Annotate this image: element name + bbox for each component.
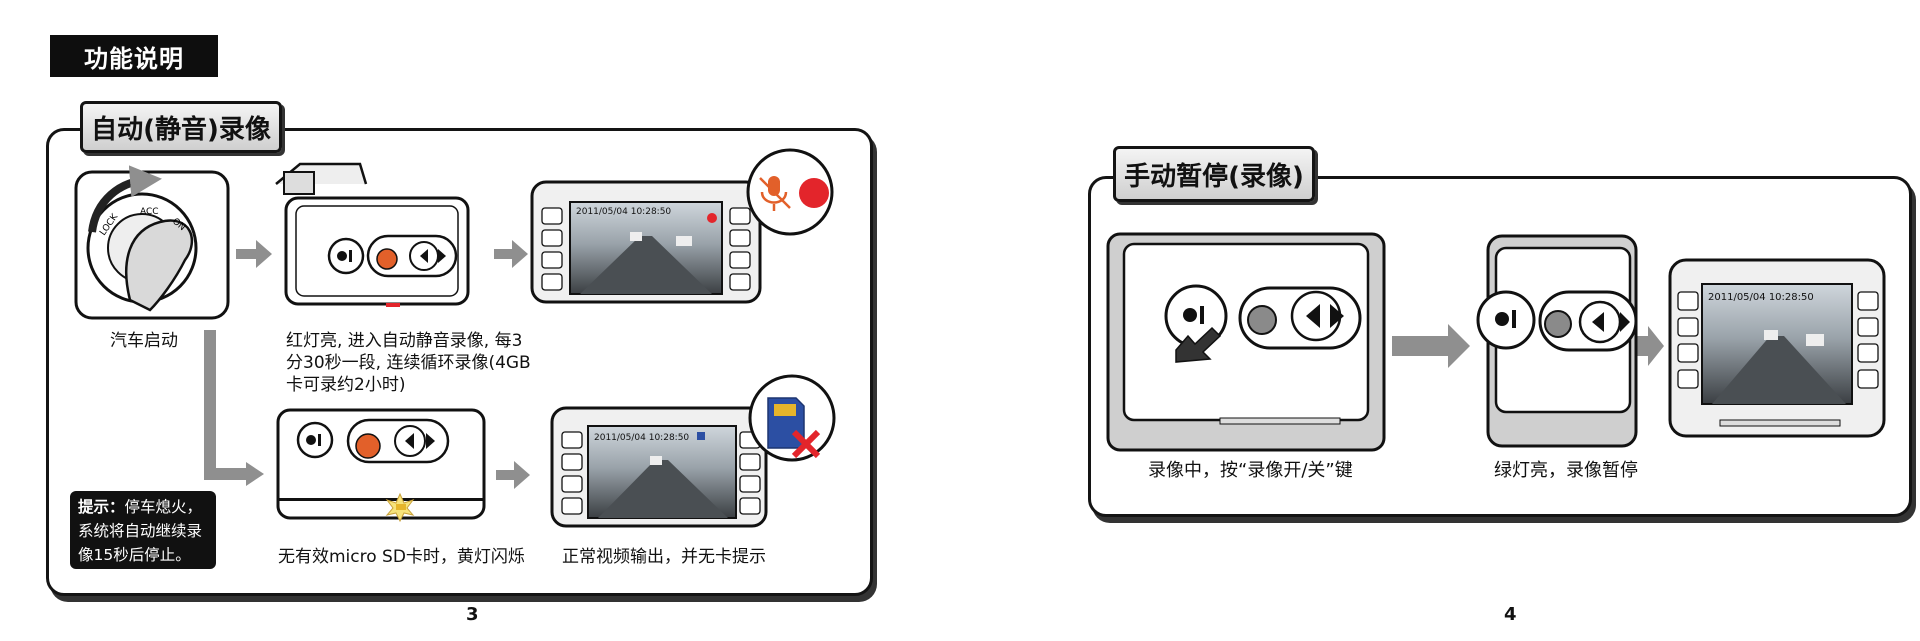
- tip-note-line-3: 像15秒后停止。: [78, 546, 191, 564]
- car-monitor-2: 2011/05/04 10:28:50: [550, 374, 836, 528]
- green-caption: 绿灯亮，录像暂停: [1494, 460, 1638, 481]
- auto-record-tab-title: 自动(静音)录像: [80, 101, 282, 153]
- press-caption: 录像中，按“录像开/关”键: [1148, 460, 1353, 481]
- manual-pause-tab-title: 手动暂停(录像): [1113, 146, 1315, 202]
- tip-note-line-2: 系统将自动继续录: [78, 522, 203, 540]
- red-light-caption-line-1: 红灯亮, 进入自动静音录像, 每3: [286, 331, 523, 351]
- screen-timestamp-1: 2011/05/04 10:28:50: [576, 207, 671, 217]
- record-dot-icon: [799, 178, 829, 208]
- ignition-label-acc: ACC: [140, 207, 159, 217]
- ignition-key-illustration: LOCK ACC ON: [74, 165, 230, 320]
- screen-timestamp-3: 2011/05/04 10:28:50: [1708, 292, 1814, 303]
- red-light-caption: 红灯亮, 进入自动静音录像, 每3 分30秒一段, 连续循环录像(4GB 卡可录…: [286, 330, 546, 396]
- car-monitor-3: 2011/05/04 10:28:50: [1668, 258, 1886, 438]
- page-number-left: 3: [466, 604, 479, 625]
- no-card-x-icon: [791, 429, 821, 459]
- no-card-caption: 无有效micro SD卡时，黄灯闪烁: [278, 547, 525, 567]
- dashcam-unit-top: [275, 162, 470, 307]
- tip-note: 提示：停车熄火， 系统将自动继续录 像15秒后停止。: [70, 491, 216, 569]
- red-light-caption-line-3: 卡可录约2小时): [286, 375, 406, 395]
- dashcam-unit-bottom: [276, 408, 486, 523]
- normal-output-caption: 正常视频输出，并无卡提示: [562, 547, 766, 567]
- mic-off-icon: [759, 176, 791, 211]
- car-monitor-1: 2011/05/04 10:28:50: [530, 148, 834, 304]
- page-number-right: 4: [1504, 604, 1517, 625]
- screen-timestamp-2: 2011/05/04 10:28:50: [594, 433, 689, 443]
- manual-pause-closeup: [1106, 232, 1386, 452]
- flow-arrows-left: [204, 240, 530, 489]
- tip-note-line-1: 停车熄火，: [124, 498, 203, 516]
- green-light-closeup: [1476, 234, 1638, 448]
- tip-note-label: 提示：: [78, 498, 125, 516]
- red-light-caption-line-2: 分30秒一段, 连续循环录像(4GB: [286, 353, 531, 373]
- ignition-caption: 汽车启动: [110, 331, 178, 351]
- flow-arrows-right: [1392, 324, 1664, 368]
- section-header: 功能说明: [50, 35, 218, 77]
